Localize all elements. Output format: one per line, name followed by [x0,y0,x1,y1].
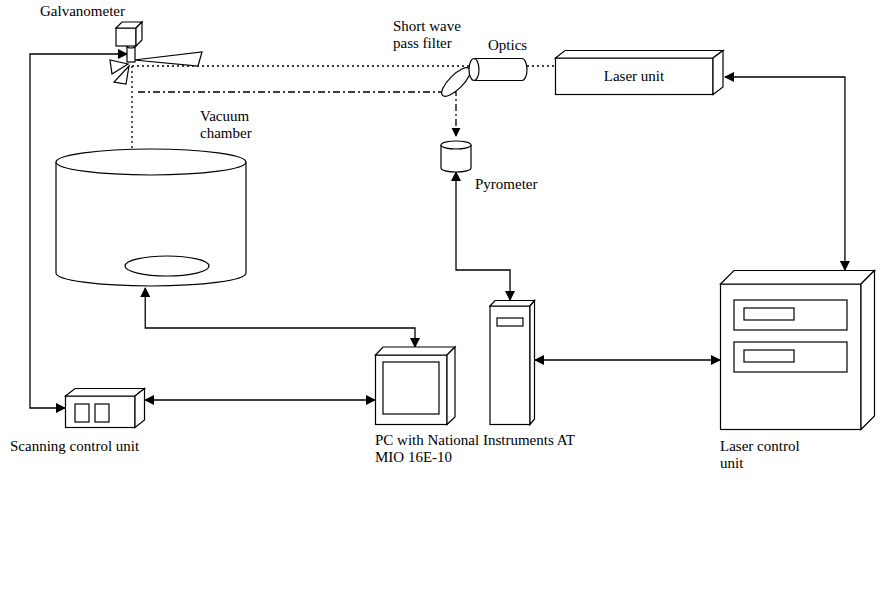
outline [135,389,145,428]
part-label: Pyrometer [475,176,565,193]
scanning-control-unit-symbol [65,388,145,428]
signal-connector [725,77,845,270]
galvanometer-symbol [108,22,208,84]
optics-symbol [468,57,528,82]
signal-connector [145,288,415,347]
outline [744,308,794,320]
outline [721,284,862,430]
outline [56,162,246,286]
thermal-radiation-path [138,92,456,136]
part-label: Galvanometer [40,3,140,20]
outline [469,59,479,81]
outline [383,362,439,414]
outline [721,271,875,285]
outline [447,347,455,425]
outline [66,389,145,397]
outline [376,355,448,425]
signal-connector [535,359,720,360]
galvanometer-box: Galvanometer [108,22,208,84]
outline [744,350,794,362]
outline [56,149,246,175]
part-label: Laser control unit [720,438,820,472]
outline [95,404,109,422]
outline [474,59,527,81]
part-label: Optics [488,37,538,54]
outline [734,342,847,372]
outline [116,28,136,46]
part-label: Short wave pass filter [393,18,477,52]
pc-symbol [375,300,535,425]
outline [713,51,723,95]
outline [556,51,724,59]
part-label: PC with National Instruments AT MIO 16E-… [375,432,600,466]
pyrometer-symbol [440,140,472,172]
outline [734,300,847,330]
laser-unit-box: Laser unit [555,50,725,95]
laser-control-unit-symbol [720,270,875,430]
outline [125,256,209,276]
outline [376,347,456,355]
vacuum-chamber-box: Vacuum chamber [55,148,247,288]
outline [530,301,535,425]
optics-box: Optics [468,57,528,82]
part-label: Scanning control unit [10,438,180,455]
outline [136,22,142,46]
pc-box: PC with National Instruments AT MIO 16E-… [375,300,535,425]
outline [490,306,530,425]
outline [556,58,714,95]
box-label: Laser unit [555,58,713,95]
outline [441,141,471,149]
outline [490,301,535,307]
outline [134,52,202,66]
signal-connector [145,399,375,400]
part-label: Vacuum chamber [200,108,272,142]
outline [114,66,129,84]
vacuum-chamber-symbol [55,148,247,288]
outline [497,318,523,326]
outline [861,271,875,430]
outline [75,404,89,422]
scanning-control-unit-box: Scanning control unit [65,388,145,428]
pyrometer-box: Pyrometer [440,140,472,172]
laser-control-unit-box: Laser control unit [720,270,875,430]
outline [66,396,136,428]
